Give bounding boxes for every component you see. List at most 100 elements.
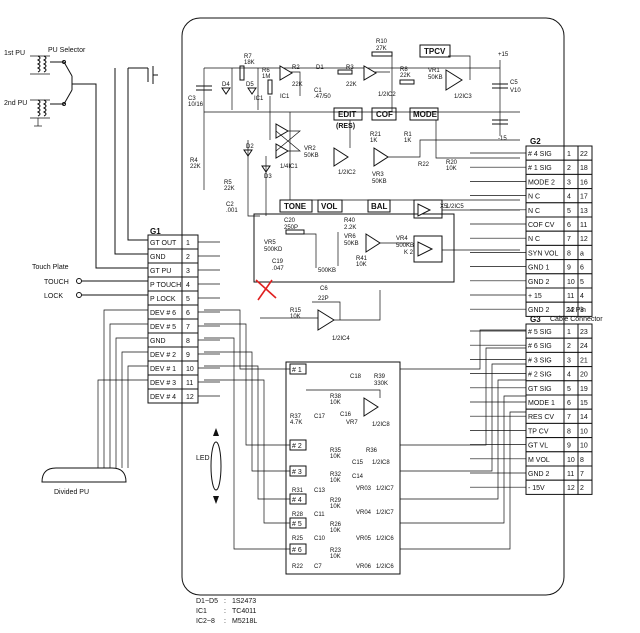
g3-block-pin-a: 11 — [567, 471, 574, 478]
g2-block-pin-a: 7 — [567, 236, 571, 243]
c16-label: C16 — [340, 412, 352, 418]
g3-block-pin-name: M VOL — [528, 457, 550, 464]
r26-value: 10K — [330, 528, 341, 534]
r26-label: R26 — [330, 522, 342, 528]
vr4-value: 500KB — [396, 243, 414, 249]
g1-pin-number: 10 — [186, 366, 194, 373]
c2-label: C2 — [226, 202, 234, 208]
g2-block-pin-name: # 4 SIG — [528, 151, 552, 158]
g1-pin-name: DEV # 2 — [150, 352, 176, 359]
r37-value: 4.7K — [290, 420, 302, 426]
g1-pin-num-cell — [181, 290, 199, 306]
g1-pin-number: 9 — [186, 352, 190, 359]
g2-block-pin-a: 9 — [567, 265, 571, 272]
vr06-label: VR06 — [356, 564, 372, 570]
g1-pin-name: DEV # 1 — [150, 366, 176, 373]
opamp-ic4-icon — [317, 309, 335, 331]
edit-box — [333, 107, 363, 121]
g3-block-pin-name: TP CV — [528, 428, 549, 435]
d4-label: D4 — [222, 82, 230, 88]
g3-block-pin-b: 10 — [580, 443, 588, 450]
r38-value: 10K — [330, 400, 341, 406]
r21-value: 1K — [370, 138, 377, 144]
r8-label: R8 — [400, 67, 408, 73]
c6-value: 22P — [318, 296, 329, 302]
g2-block-pin-a: 1 — [567, 151, 571, 158]
g3-block-pin-b-cell — [577, 479, 593, 495]
vr2-value: 50KB — [304, 153, 319, 159]
d2-label: D2 — [246, 144, 254, 150]
g3-block-pin-name: GT SIG — [528, 386, 552, 393]
minus15-label: -15 — [498, 136, 507, 142]
g1-pin-number: 7 — [186, 324, 190, 331]
device-5-label: # 5 — [292, 521, 302, 528]
cof-label: COF — [376, 110, 393, 119]
g2-block-pin-b: 3 — [580, 307, 584, 314]
c15-label: C15 — [352, 460, 364, 466]
nand-gate-1-icon — [279, 65, 293, 81]
g3-block-pin-b: 19 — [580, 386, 588, 393]
r20-value: 10K — [446, 166, 457, 172]
g1-pin-number: 12 — [186, 394, 194, 401]
r8-value: 22K — [400, 73, 411, 79]
r35-value: 10K — [330, 454, 341, 460]
ic6b-label: 1/2IC6 — [376, 564, 394, 570]
r39-value: 330K — [374, 381, 388, 387]
r5-value: 22K — [224, 186, 235, 192]
c19-label: C19 — [272, 259, 284, 265]
c18-label: C18 — [350, 374, 362, 380]
c11-label: C11 — [314, 512, 325, 518]
device-2-label: # 2 — [292, 443, 302, 450]
ic6-label: 1/2IC6 — [376, 536, 394, 542]
ic5b-box — [413, 235, 443, 263]
legend-ref: IC2~8 — [196, 618, 215, 625]
c10-label: C10 — [314, 536, 326, 542]
ic3-label: 1/2IC3 — [454, 94, 472, 100]
opamp-ic3-icon — [445, 69, 463, 91]
plus15-label: +15 — [498, 52, 509, 58]
ic2-label: 1/2IC2 — [378, 92, 396, 98]
c14-label: C14 — [352, 474, 364, 480]
r41-label: R41 — [356, 256, 368, 262]
c20-capacitor — [285, 229, 305, 235]
edit-label: EDIT — [338, 110, 356, 119]
d5-label: D5 — [246, 82, 254, 88]
touch-terminal-icon — [76, 278, 82, 284]
vr5-label: VR5 — [264, 240, 276, 246]
g2-block-pin-name: N C — [528, 208, 540, 215]
g1-pin-name: DEV # 6 — [150, 310, 176, 317]
tone-box — [279, 199, 313, 213]
g3-block-pin-name: # 2 SIG — [528, 372, 552, 379]
legend-colon: : — [224, 608, 226, 615]
g2-block-pin-a: 8 — [567, 250, 571, 257]
c2-value: .001 — [226, 208, 238, 214]
c13-label: C13 — [314, 488, 326, 494]
g3-block-pin-a: 9 — [567, 443, 571, 450]
g1-pin-number: 2 — [186, 254, 190, 261]
r7-resistor — [239, 65, 245, 81]
ic1b-label: 1/4IC1 — [280, 164, 298, 170]
c19-value: .047 — [272, 266, 284, 272]
g2-block-pin-b: 4 — [580, 293, 584, 300]
r36-label: R36 — [366, 448, 378, 454]
red-x-mark — [255, 279, 277, 301]
r10-resistor — [371, 51, 393, 57]
g2-block-pin-a: 11 — [567, 293, 574, 300]
c3-capacitor-icon — [196, 85, 212, 91]
g2-block-pin-name: GND 1 — [528, 265, 550, 272]
r10-value: 27K — [376, 46, 387, 52]
r1-label: R1 — [404, 132, 412, 138]
g1-pin-name: GND — [150, 254, 166, 261]
pu1-label: 1st PU — [4, 50, 25, 57]
touch-label: TOUCH — [44, 279, 69, 286]
pcb-outline — [181, 17, 565, 596]
r6-resistor — [267, 79, 273, 95]
mode-label: MODE — [413, 110, 438, 119]
g3-block-pin-b: 24 — [580, 343, 588, 350]
g2-block-pin-b: 16 — [580, 179, 588, 186]
vr7-label: VR7 — [346, 420, 358, 426]
g2-block-pin-b: 17 — [580, 194, 588, 201]
